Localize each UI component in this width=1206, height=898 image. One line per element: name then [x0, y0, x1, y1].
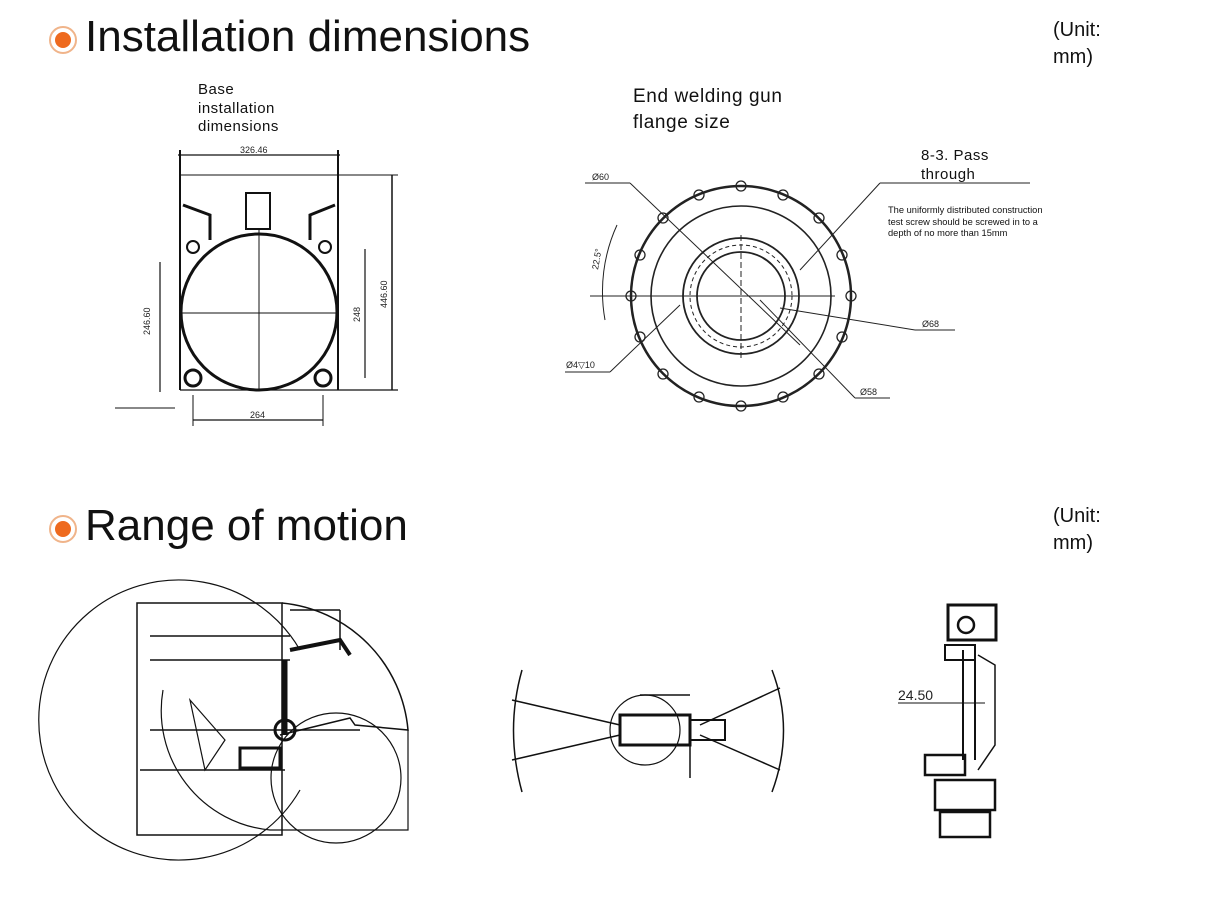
- dim-d58: Ø58: [860, 387, 877, 397]
- dim-offset: 24.50: [898, 687, 933, 703]
- section-title-motion: Range of motion: [85, 501, 408, 550]
- unit-label: (Unit: mm): [1053, 19, 1101, 68]
- dim-inner: 248: [352, 307, 362, 322]
- dim-hole: Ø4▽10: [566, 360, 595, 370]
- pass-through-label: 8-3. Pass through: [921, 147, 989, 183]
- dim-width: 326.46: [240, 145, 268, 155]
- screw-note: The uniformly distributed construction t…: [888, 205, 1043, 238]
- dim-d68: Ø68: [922, 319, 939, 329]
- base-caption: Base installation dimensions: [198, 81, 279, 135]
- flange-caption: End welding gun flange size: [633, 86, 783, 133]
- dim-angle: 22.5°: [590, 247, 604, 270]
- dim-left: 246.60: [142, 307, 152, 335]
- dim-bottom: 264: [250, 410, 265, 420]
- section-bullet-icon: [49, 26, 77, 54]
- section-title-installation: Installation dimensions: [85, 12, 531, 61]
- dim-d60: Ø60: [592, 172, 609, 182]
- unit-label: (Unit: mm): [1053, 505, 1101, 554]
- dim-height: 446.60: [379, 280, 389, 308]
- section-bullet-icon: [49, 515, 77, 543]
